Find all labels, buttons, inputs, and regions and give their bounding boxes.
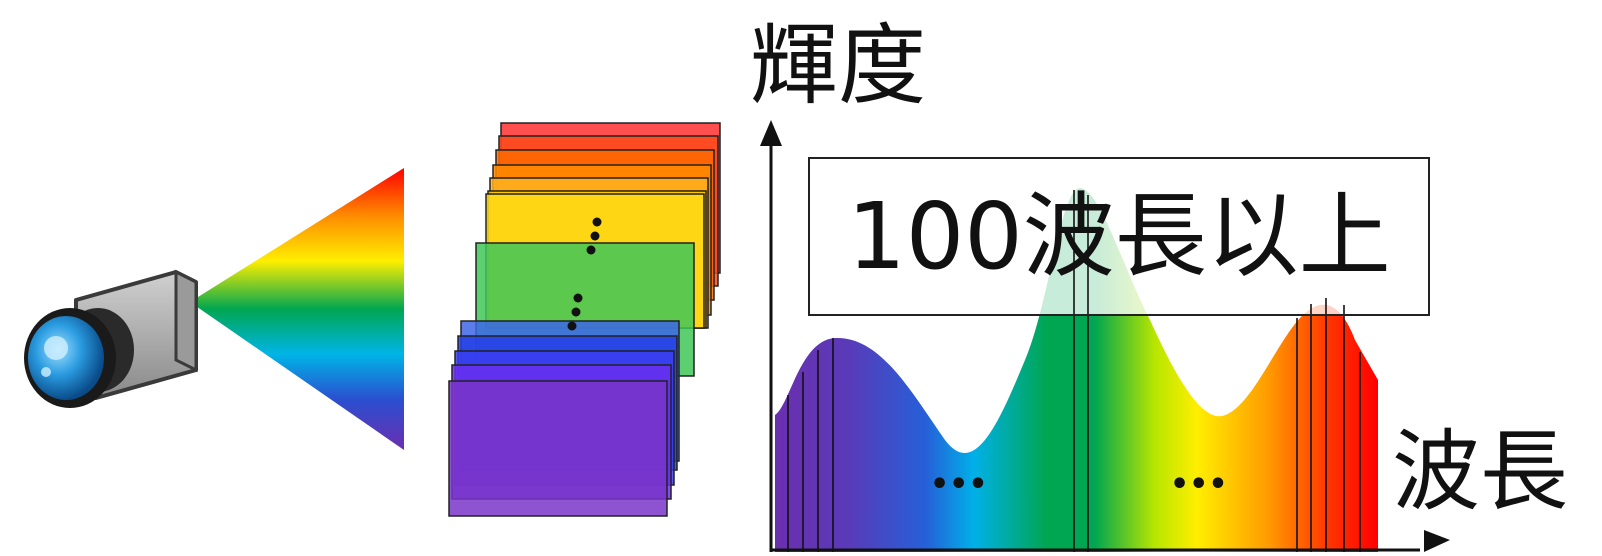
stack-dot (573, 293, 583, 303)
stack-dot (586, 245, 596, 255)
rainbow-light-cone (190, 168, 404, 450)
y-axis-arrow (760, 120, 782, 146)
spectrum-fill (775, 316, 1378, 552)
banner-text: 100波長以上 (847, 182, 1391, 290)
spectral-layer (448, 380, 668, 517)
stack-dot (590, 231, 600, 241)
wavelength-band-lines (787, 190, 1361, 552)
lens-highlight (44, 336, 68, 360)
x-axis-arrow (1424, 530, 1450, 552)
camera-side (174, 269, 198, 373)
spectrum-fill-faded (1039, 188, 1343, 316)
ellipsis-left: ••• (930, 467, 988, 502)
y-axis-label: 輝度 (750, 14, 927, 117)
wavelength-count-banner: 100波長以上 (808, 157, 1430, 316)
spectrum-curve (775, 188, 1378, 552)
stack-dot (571, 307, 581, 317)
lens-glass (28, 316, 104, 400)
ellipsis-right: ••• (1170, 467, 1228, 502)
camera-icon (24, 269, 198, 408)
stack-dot (567, 321, 577, 331)
x-axis-label: 波長 (1392, 420, 1569, 523)
stack-dot (592, 217, 602, 227)
spectral-image-stack (448, 122, 721, 517)
lens-highlight-small (41, 367, 51, 377)
